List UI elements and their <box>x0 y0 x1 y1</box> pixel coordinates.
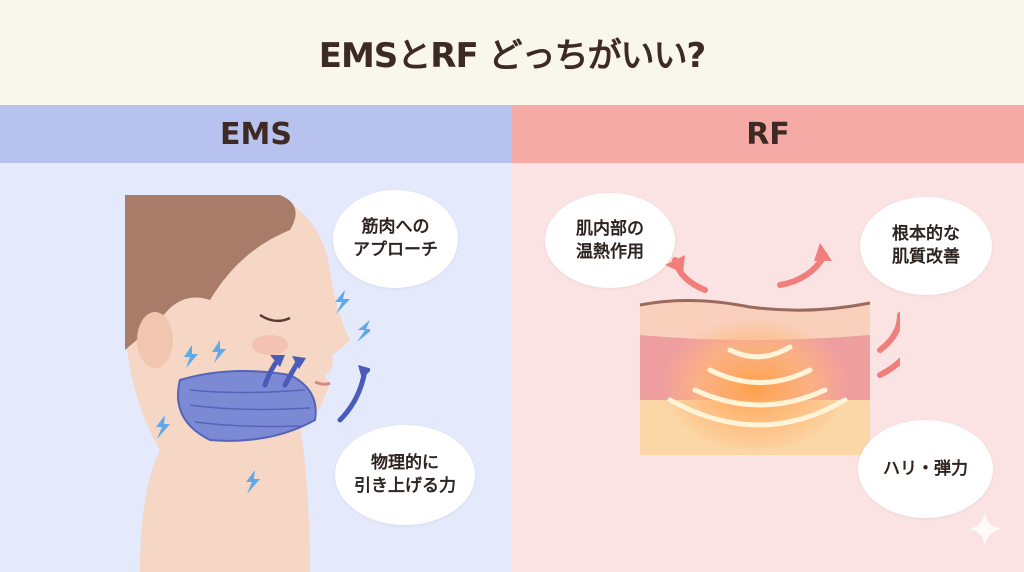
rf-bubble-heat: 肌内部の温熱作用 <box>545 193 675 288</box>
rf-bubble-firmness: ハリ・弾力 <box>858 420 993 518</box>
title-band: EMSとRF どっちがいい? <box>0 0 1024 105</box>
page-title: EMSとRF どっちがいい? <box>318 36 707 76</box>
skin-layers-illustration <box>639 243 900 455</box>
rf-bubble-skin-quality: 根本的な肌質改善 <box>860 197 992 295</box>
ems-header: EMS <box>0 105 512 163</box>
rf-header: RF <box>512 105 1024 163</box>
ems-bubble-muscle: 筋肉へのアプローチ <box>333 190 458 288</box>
sparkle-icon <box>968 512 1002 546</box>
ems-bubble-lift: 物理的に引き上げる力 <box>335 425 475 525</box>
face-illustration <box>125 195 370 572</box>
